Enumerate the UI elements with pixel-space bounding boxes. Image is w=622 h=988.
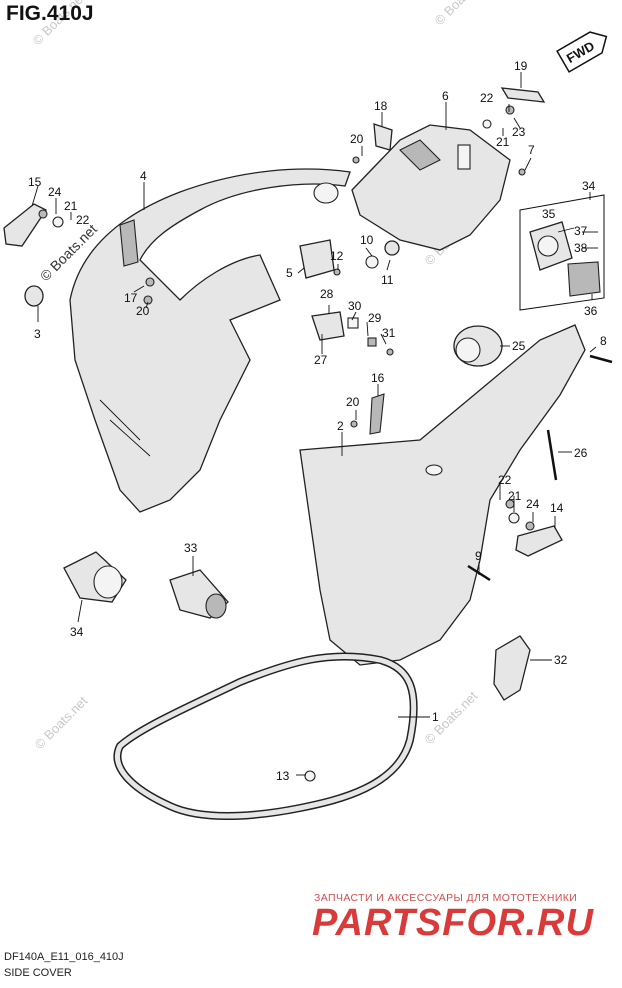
callout-10: 10: [360, 233, 374, 247]
callout-28: 28: [320, 287, 334, 301]
fwd-badge: FWD: [556, 31, 608, 73]
grommet-box: [519, 194, 605, 311]
callout-38: 38: [574, 241, 588, 255]
seal-ring: [113, 652, 418, 820]
callout-21: 21: [64, 199, 78, 213]
shop-subtitle: ЗАПЧАСТИ И АКСЕССУАРЫ ДЛЯ МОТОТЕХНИКИ: [314, 892, 578, 904]
callout-5: 5: [286, 266, 293, 280]
callout-16: 16: [371, 371, 385, 385]
callout-35: 35: [542, 207, 556, 221]
grommet-25: [453, 325, 503, 367]
callout-31: 31: [382, 326, 396, 340]
shop-logo: PARTSFOR.RU: [312, 902, 594, 944]
side-cover-lower: [299, 324, 586, 666]
callout-24: 24: [48, 185, 62, 199]
callout-27: 27: [314, 353, 328, 367]
watermark: © Boats.net: [32, 693, 91, 752]
bolt-8: [589, 354, 613, 364]
section-name: SIDE COVER: [4, 967, 72, 979]
callout-34: 34: [582, 179, 596, 193]
callout-22c: 22: [498, 473, 512, 487]
cable-tie-26: [546, 429, 558, 481]
callout-14: 14: [550, 501, 564, 515]
upper-bracket: [351, 124, 511, 251]
figure-title: FIG.410J: [6, 2, 94, 25]
callout-12: 12: [330, 249, 344, 263]
callout-20c: 20: [136, 304, 150, 318]
grommet-34: [63, 551, 127, 603]
callout-20b: 20: [346, 395, 360, 409]
handle-15: [3, 203, 47, 247]
watermark: © Boats.net: [422, 688, 481, 747]
callout-20: 20: [350, 132, 364, 146]
callout-26: 26: [574, 446, 588, 460]
callout-19: 19: [514, 59, 528, 73]
callout-9: 9: [475, 549, 482, 563]
callout-23: 23: [512, 125, 526, 139]
callout-36: 36: [584, 304, 598, 318]
callout-30: 30: [348, 299, 362, 313]
callout-22: 22: [480, 91, 494, 105]
clip-32: [493, 635, 531, 701]
leader-lines: [31, 72, 598, 776]
grommet-33: [169, 569, 229, 619]
small-fasteners: [24, 105, 535, 782]
watermark: © Boats.net: [432, 0, 491, 28]
callout-15: 15: [28, 175, 42, 189]
callout-32: 32: [554, 653, 568, 667]
callout-8: 8: [600, 334, 607, 348]
callout-2: 2: [337, 419, 344, 433]
callout-33: 33: [184, 541, 198, 555]
callout-21c: 21: [508, 489, 522, 503]
callout-18: 18: [374, 99, 388, 113]
side-cover-upper: [69, 168, 351, 513]
callout-25: 25: [512, 339, 526, 353]
model-code: DF140A_E11_016_410J: [4, 951, 124, 963]
callout-11: 11: [381, 273, 394, 287]
handle-14: [515, 525, 563, 557]
callout-7: 7: [528, 143, 535, 157]
callout-29: 29: [368, 311, 382, 325]
callout-21b: 21: [496, 135, 510, 149]
callouts: 1 2 3 4 5 6 7 8 9 10 11 12 13 14 15 16 1…: [28, 59, 607, 783]
callout-3: 3: [34, 327, 41, 341]
callout-4: 4: [140, 169, 147, 183]
callout-6: 6: [442, 89, 449, 103]
callout-34b: 34: [70, 625, 84, 639]
callout-17: 17: [124, 291, 138, 305]
callout-22b: 22: [76, 213, 90, 227]
callout-37: 37: [574, 224, 588, 238]
bracket-plate: [500, 87, 546, 103]
callout-13: 13: [276, 769, 290, 783]
callout-1: 1: [432, 710, 439, 724]
callout-24b: 24: [526, 497, 540, 511]
bracket-16: [369, 393, 385, 435]
